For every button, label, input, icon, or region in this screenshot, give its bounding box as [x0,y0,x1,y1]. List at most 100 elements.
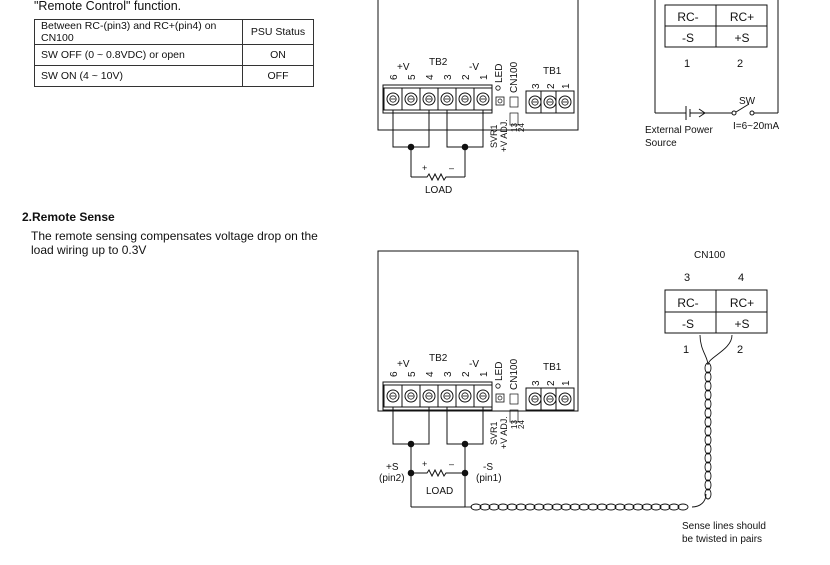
twist-link [704,488,712,500]
cn-pin-label: 13 [510,420,519,429]
twist-link [533,503,545,511]
sense-note: Sense lines should [682,521,766,532]
table-cell: SW ON (4 ~ 10V) [34,65,243,87]
cn100-label: CN100 [509,61,520,93]
led-label: LED [494,64,505,83]
twist-link [623,503,635,511]
twist-link [605,503,617,511]
remote-control-table: Between RC-(pin3) and RC+(pin4) on CN100… [34,19,314,87]
twist-link [704,362,712,374]
minus-v-label: -V [469,359,479,370]
twist-link [497,503,509,511]
table-header-cell: Between RC-(pin3) and RC+(pin4) on CN100 [34,19,243,45]
twist-link [668,503,680,511]
connector-cell: +S [734,317,749,331]
current-label: I=6~20mA [733,121,779,132]
external-source-label: External Power [645,125,713,136]
twist-link [704,461,712,473]
load-plus: + [422,163,427,173]
table-header-row: Between RC-(pin3) and RC+(pin4) on CN100… [34,19,314,45]
table-cell: ON [242,44,314,66]
connector-cell: RC- [677,296,698,310]
tb2-pin: 4 [425,371,436,377]
twist-link [704,470,712,482]
twist-link [632,503,644,511]
load-label: LOAD [425,185,452,196]
twist-link [587,503,599,511]
svr1-label: SVR1 [489,421,499,445]
connector-pin: 2 [737,58,743,70]
tb2-pin: 5 [407,371,418,377]
twisted-pair-horizontal [470,503,689,511]
cn100-connector-top: RC- RC+ -S +S 1 2 [664,4,768,70]
section-paragraph: The remote sensing compensates voltage d… [31,229,318,257]
twist-link [614,503,626,511]
twist-link [650,503,662,511]
cn100-connector-bottom: 3 4 RC- RC+ -S +S 1 2 [664,272,768,356]
twist-link [704,416,712,428]
twist-link [704,398,712,410]
tb2-pin: 3 [443,371,454,377]
twist-link [704,425,712,437]
connector-cell: +S [734,31,749,45]
tb1-pin: 1 [561,380,572,386]
twist-link [524,503,536,511]
intro-text: "Remote Control" function. [34,0,182,13]
connector-pin: 1 [684,58,690,70]
table-cell: OFF [242,65,314,87]
twist-link [596,503,608,511]
svr1-label: SVR1 [489,124,499,148]
twist-link [479,503,491,511]
cn-pin-label: 24 [517,420,526,429]
twist-link [704,443,712,455]
connector-cell: RC+ [730,10,754,24]
plus-v-label: +V [397,359,410,370]
tb1-pin: 3 [531,83,542,89]
connector-cell: RC+ [730,296,754,310]
tb2-pin: 5 [407,74,418,80]
tb2-pin: 6 [389,371,400,377]
load-plus: + [422,459,427,469]
minus-v-label: -V [469,62,479,73]
tb1-pin: 1 [561,83,572,89]
led-label: LED [494,362,505,381]
v-adj-label: +V ADJ. [499,119,509,152]
cn100-title: CN100 [694,250,726,261]
twist-link [551,503,563,511]
tb1-label: TB1 [543,66,562,77]
sense-note-2: be twisted in pairs [682,534,762,545]
twist-link [488,503,500,511]
tb2-pin: 2 [461,74,472,80]
twisted-pair-vertical [704,362,712,500]
connector-pin: 4 [738,272,744,284]
tb2-pin: 4 [425,74,436,80]
twist-link [704,407,712,419]
tb1-pin: 3 [531,380,542,386]
tb1-label: TB1 [543,362,562,373]
twist-link [542,503,554,511]
cn-pin-label: 13 [510,123,519,132]
tb2-label: TB2 [429,57,448,68]
twist-link [704,371,712,383]
twist-link [704,452,712,464]
sw-label: SW [739,96,756,107]
twist-link [578,503,590,511]
twist-link [677,503,689,511]
tb2-pin: 1 [479,371,490,377]
load-minus: – [449,459,454,469]
twist-link [641,503,653,511]
psu-bottom: +V TB2 -V TB1 6 5 4 3 2 1 3 2 1 LED CN10… [377,250,579,449]
v-adj-label: +V ADJ. [499,416,509,449]
tb2-label: TB2 [429,353,448,364]
plus-s-label: +S [386,462,399,473]
twist-link [659,503,671,511]
twist-link [704,389,712,401]
tb2-pin: 3 [443,74,454,80]
twist-link [569,503,581,511]
psu-top: +V TB2 -V TB1 6 5 4 3 2 1 3 2 1 LED CN10… [377,0,579,152]
connector-pin: 1 [683,344,689,356]
external-source-circuit [654,0,779,120]
connector-cell: -S [682,317,694,331]
load-minus: – [449,163,454,173]
